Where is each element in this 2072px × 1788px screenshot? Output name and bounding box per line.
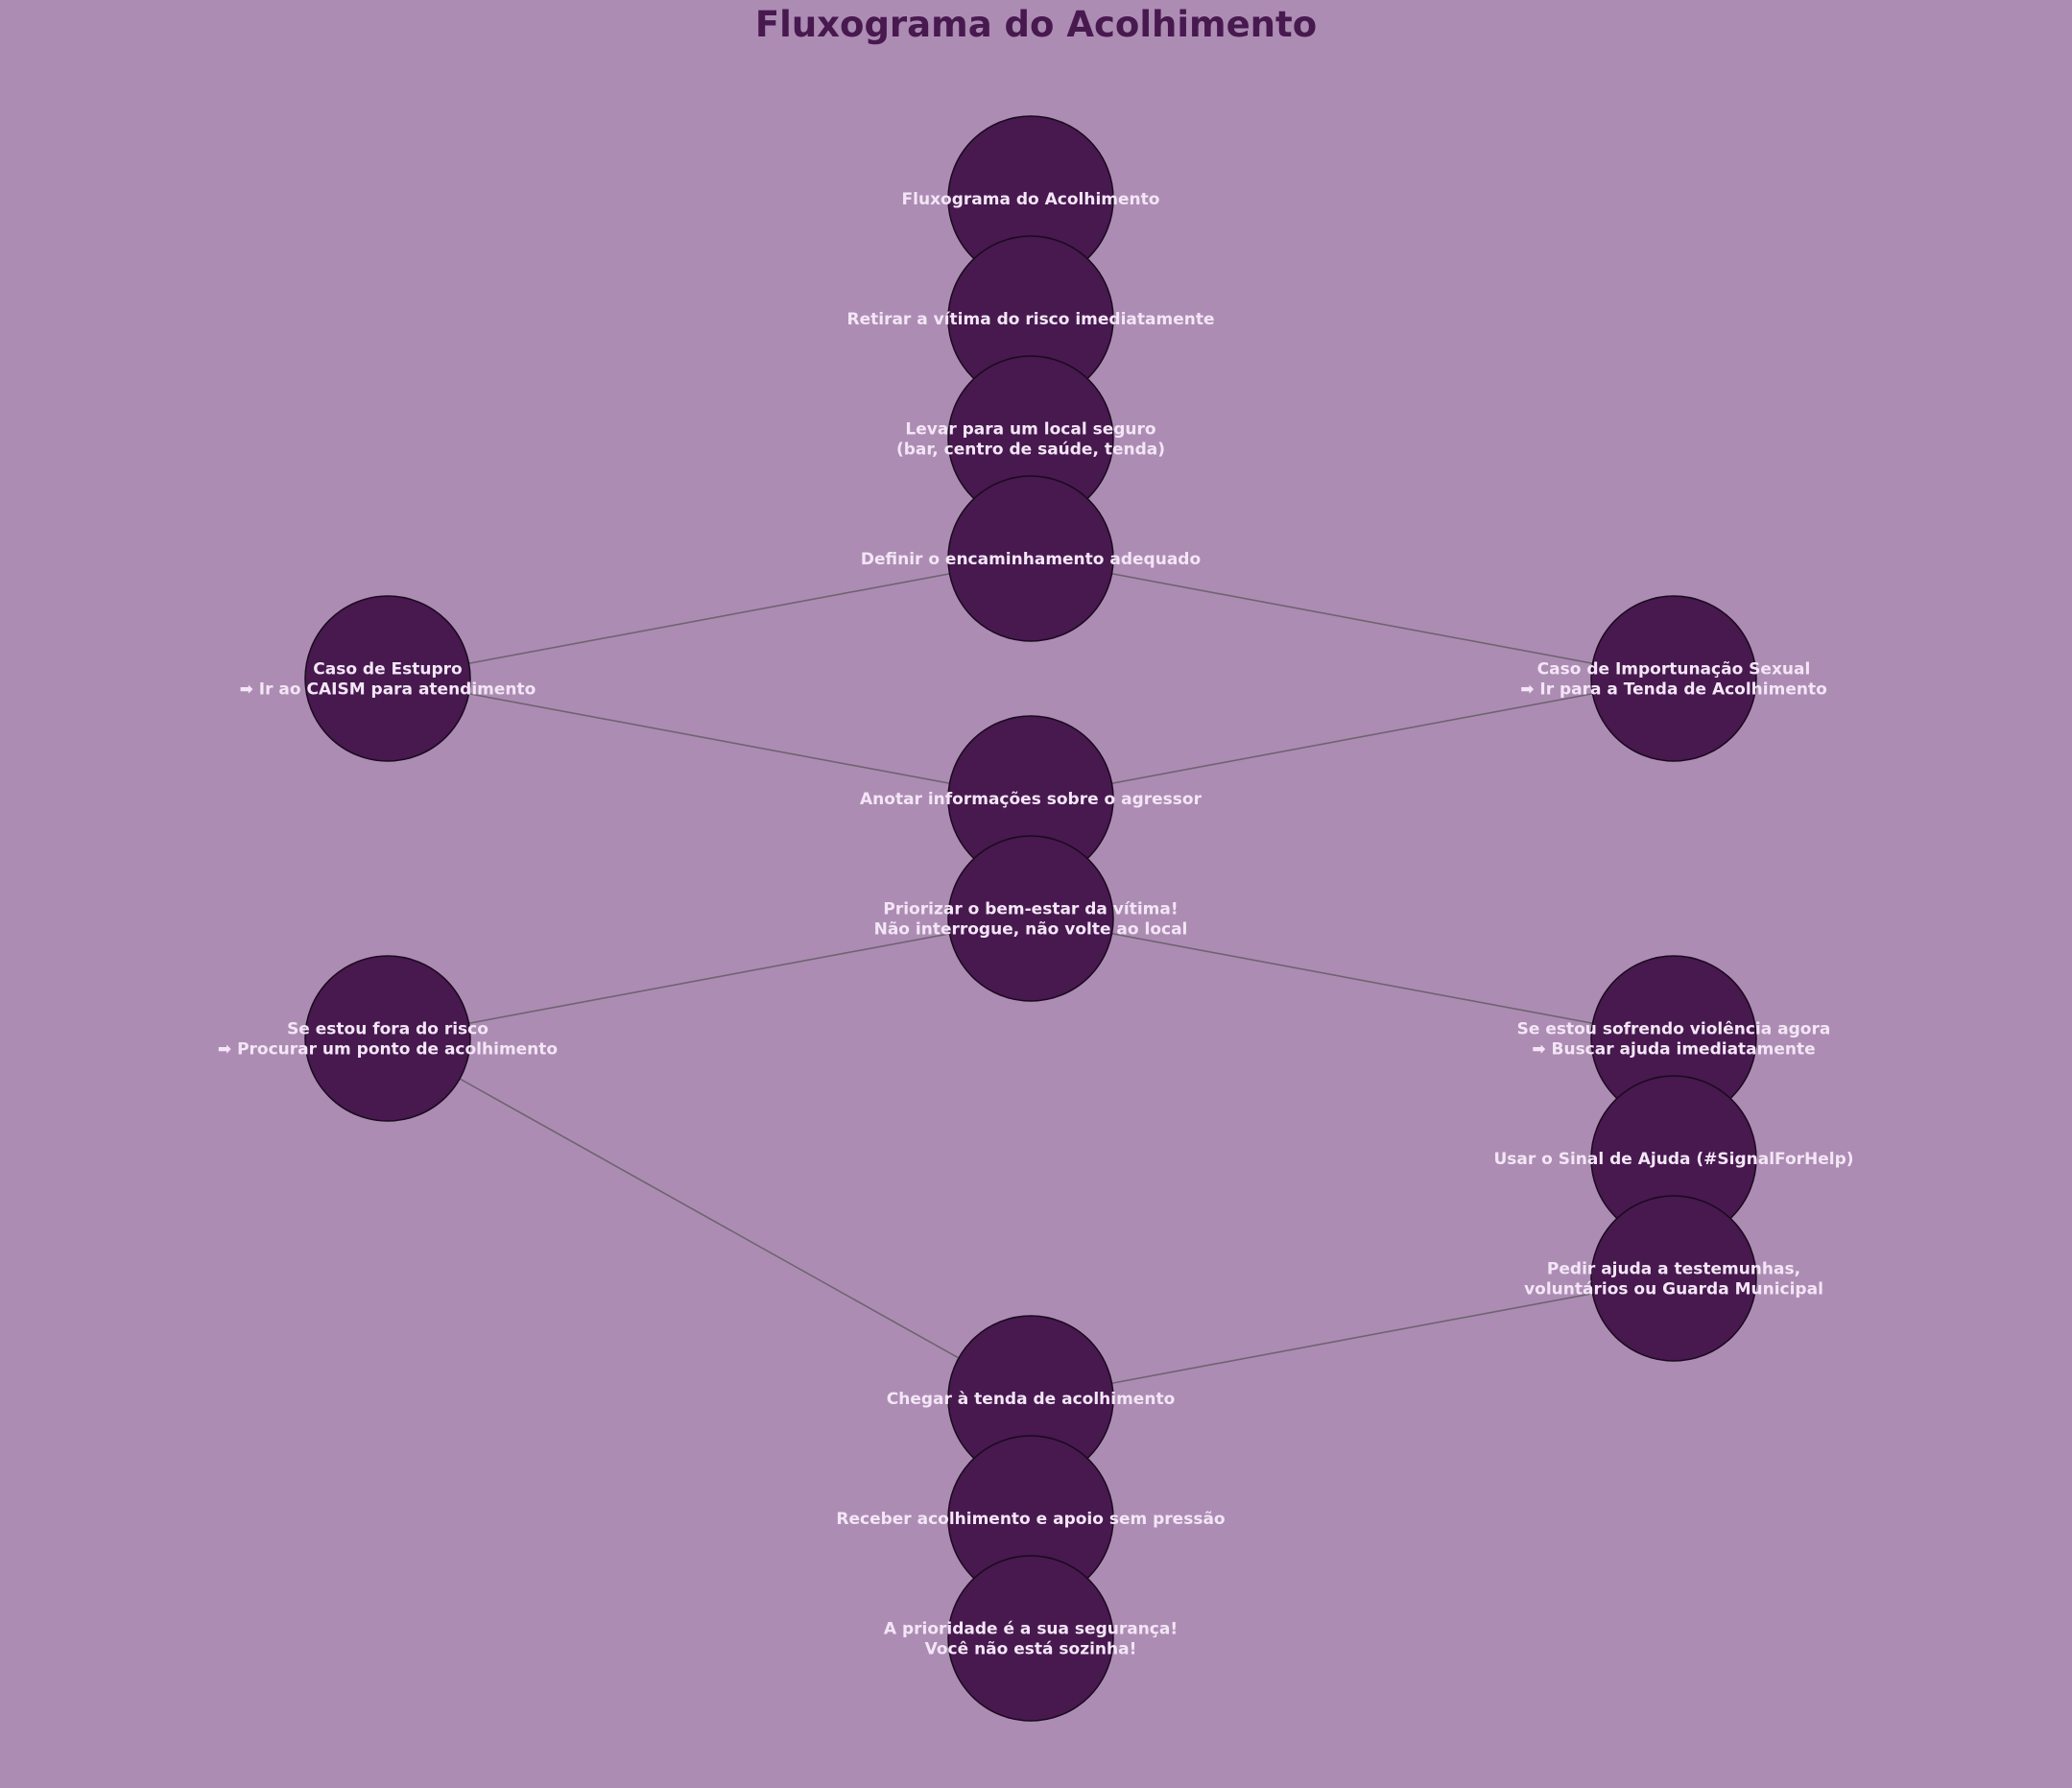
edge-n8-n12: [387, 1037, 1032, 1399]
node-label-n13: Receber acolhimento e apoio sem pressão: [836, 1510, 1225, 1529]
node-label-n3: Definir o encaminhamento adequado: [861, 550, 1201, 569]
node-label-line: Definir o encaminhamento adequado: [861, 550, 1201, 569]
node-label-line: voluntários ou Guarda Municipal: [1524, 1280, 1823, 1299]
node-label-line: Caso de Importunação Sexual: [1537, 660, 1811, 679]
nodes-layer: [304, 115, 1757, 1722]
node-circle-n14: [947, 1555, 1114, 1722]
node-label-n12: Chegar à tenda de acolhimento: [887, 1390, 1176, 1409]
node-label-line: Levar para um local seguro: [905, 420, 1155, 440]
node-circle-n7: [947, 835, 1114, 1002]
node-label-n7: Priorizar o bem-estar da vítima!Não inte…: [874, 900, 1188, 940]
edge-n7-n8: [387, 918, 1032, 1039]
edge-n5-n6: [1030, 678, 1675, 799]
edge-n3-n4: [387, 558, 1032, 679]
node-label-line: Você não está sozinha!: [925, 1640, 1137, 1659]
node-label-n10: Usar o Sinal de Ajuda (#SignalForHelp): [1493, 1150, 1853, 1169]
diagram-title: Fluxograma do Acolhimento: [754, 4, 1318, 45]
node-label-line: Usar o Sinal de Ajuda (#SignalForHelp): [1493, 1150, 1853, 1169]
node-label-n2: Levar para um local seguro(bar, centro d…: [896, 420, 1165, 460]
node-label-line: Priorizar o bem-estar da vítima!: [883, 900, 1178, 919]
node-label-line: Fluxograma do Acolhimento: [902, 190, 1160, 209]
node-label-line: Se estou sofrendo violência agora: [1517, 1020, 1831, 1039]
node-label-line: Pedir ajuda a testemunhas,: [1547, 1260, 1800, 1279]
node-circle-n3: [947, 475, 1114, 642]
node-label-line: ➡ Ir ao CAISM para atendimento: [240, 680, 536, 700]
node-label-line: A prioridade é a sua segurança!: [884, 1620, 1178, 1639]
node-label-line: Chegar à tenda de acolhimento: [887, 1390, 1176, 1409]
node-label-n6: Anotar informações sobre o agressor: [860, 790, 1203, 809]
node-label-line: ➡ Ir para a Tenda de Acolhimento: [1520, 680, 1827, 700]
node-circle-n4: [304, 595, 471, 762]
node-label-n9: Se estou sofrendo violência agora➡ Busca…: [1517, 1020, 1831, 1060]
node-circle-n11: [1590, 1195, 1757, 1362]
node-label-line: Caso de Estupro: [313, 660, 462, 679]
node-label-n11: Pedir ajuda a testemunhas,voluntários ou…: [1524, 1260, 1823, 1299]
edge-n7-n9: [1030, 918, 1675, 1039]
node-circle-n5: [1590, 595, 1757, 762]
edge-n4-n6: [387, 678, 1032, 799]
node-label-n5: Caso de Importunação Sexual➡ Ir para a T…: [1520, 660, 1827, 700]
edges-layer: [387, 558, 1675, 1399]
node-label-n1: Retirar a vítima do risco imediatamente: [847, 310, 1215, 329]
node-label-line: Receber acolhimento e apoio sem pressão: [836, 1510, 1225, 1529]
node-label-n4: Caso de Estupro➡ Ir ao CAISM para atendi…: [240, 660, 536, 700]
node-label-n8: Se estou fora do risco➡ Procurar um pont…: [218, 1020, 558, 1060]
node-label-line: Retirar a vítima do risco imediatamente: [847, 310, 1215, 329]
node-label-line: (bar, centro de saúde, tenda): [896, 441, 1165, 460]
edge-n3-n5: [1030, 558, 1675, 679]
node-label-n14: A prioridade é a sua segurança!Você não …: [884, 1620, 1178, 1659]
node-label-line: Se estou fora do risco: [287, 1020, 488, 1039]
edge-n11-n12: [1030, 1277, 1675, 1399]
node-label-line: ➡ Buscar ajuda imediatamente: [1532, 1040, 1815, 1060]
node-label-line: ➡ Procurar um ponto de acolhimento: [218, 1040, 558, 1060]
node-label-n0: Fluxograma do Acolhimento: [902, 190, 1160, 209]
node-circle-n8: [304, 955, 471, 1122]
node-label-line: Anotar informações sobre o agressor: [860, 790, 1203, 809]
node-label-line: Não interrogue, não volte ao local: [874, 920, 1188, 940]
